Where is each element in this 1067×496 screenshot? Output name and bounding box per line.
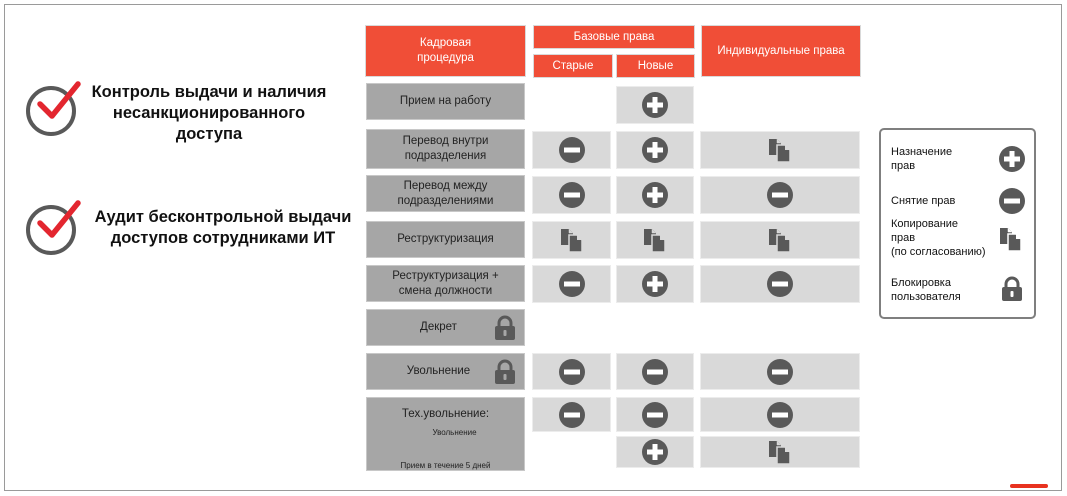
- copy-icon: [768, 439, 792, 465]
- cell-transfer-within-old: [532, 131, 611, 169]
- header-individual-rights: Индивидуальные права: [701, 25, 861, 77]
- minus-icon: [558, 270, 586, 298]
- procedure-transfer-between: Перевод между подразделениями: [366, 175, 525, 212]
- red-accent-mark: [1010, 484, 1048, 488]
- legend-copy-text: Копирование прав (по согласованию): [891, 218, 986, 258]
- header-base-rights: Базовые права: [533, 25, 695, 49]
- procedure-transfer-within: Перевод внутри подразделения: [366, 129, 525, 169]
- minus-icon: [558, 401, 586, 429]
- plus-icon: [641, 136, 669, 164]
- plus-icon: [641, 270, 669, 298]
- cell-transfer-within-individual: [700, 131, 860, 169]
- procedure-restructuring: Реструктуризация: [366, 221, 525, 258]
- plus-icon: [641, 438, 669, 466]
- callout-audit-text: Аудит бесконтрольной выдачи доступов сот…: [94, 208, 352, 247]
- cell-transfer-between-new: [616, 176, 694, 214]
- minus-icon: [766, 181, 794, 209]
- minus-icon: [558, 181, 586, 209]
- lock-icon: [1001, 276, 1023, 307]
- legend-box: Назначение прав Снятие прав Копирование …: [879, 128, 1036, 319]
- copy-icon: [643, 227, 667, 253]
- checkmark-icon: [37, 200, 81, 238]
- header-procedure: Кадровая процедура: [365, 25, 526, 77]
- header-old: Старые: [533, 54, 613, 78]
- cell-restructuring-new: [616, 221, 694, 259]
- copy-icon: [768, 227, 792, 253]
- plus-icon: [641, 91, 669, 119]
- procedure-dismissal: Увольнение: [366, 353, 525, 390]
- copy-icon: [768, 137, 792, 163]
- minus-icon: [641, 401, 669, 429]
- check-circle-icon: [26, 205, 76, 255]
- minus-icon: [766, 401, 794, 429]
- cell-restructuring-individual: [700, 221, 860, 259]
- legend-assign-text: Назначение прав: [891, 146, 953, 172]
- minus-icon: [998, 187, 1026, 220]
- minus-icon: [558, 136, 586, 164]
- cell-dismissal-new: [616, 353, 694, 390]
- checkmark-icon: [37, 81, 81, 119]
- cell-restructuring-position-old: [532, 265, 611, 303]
- legend-block-text: Блокировка пользователя: [891, 277, 961, 303]
- cell-restructuring-old: [532, 221, 611, 259]
- minus-icon: [641, 358, 669, 386]
- procedure-hire: Прием на работу: [366, 83, 525, 120]
- cell-tech-dismissal-1-individual: [700, 397, 860, 432]
- cell-tech-dismissal-2-new: [616, 436, 694, 468]
- plus-icon: [641, 181, 669, 209]
- minus-icon: [766, 270, 794, 298]
- copy-icon: [999, 226, 1023, 257]
- cell-transfer-between-individual: [700, 176, 860, 214]
- procedure-restructuring-position: Реструктуризация + смена должности: [366, 265, 525, 302]
- cell-dismissal-old: [532, 353, 611, 390]
- procedure-maternity: Декрет: [366, 309, 525, 346]
- cell-tech-dismissal-2-individual: [700, 436, 860, 468]
- minus-icon: [766, 358, 794, 386]
- cell-hire-new: [616, 86, 694, 124]
- procedure-tech-dismissal: Тех.увольнение: Увольнение Прием в течен…: [366, 397, 525, 471]
- cell-restructuring-position-individual: [700, 265, 860, 303]
- cell-tech-dismissal-1-old: [532, 397, 611, 432]
- cell-dismissal-individual: [700, 353, 860, 390]
- minus-icon: [558, 358, 586, 386]
- lock-icon: [495, 359, 515, 384]
- cell-tech-dismissal-1-new: [616, 397, 694, 432]
- cell-transfer-between-old: [532, 176, 611, 214]
- copy-icon: [560, 227, 584, 253]
- lock-icon: [495, 315, 515, 340]
- plus-icon: [998, 145, 1026, 178]
- cell-transfer-within-new: [616, 131, 694, 169]
- header-new: Новые: [616, 54, 695, 78]
- cell-restructuring-position-new: [616, 265, 694, 303]
- callout-control-text: Контроль выдачи и наличия несанкциониров…: [91, 83, 327, 143]
- legend-remove-text: Снятие прав: [891, 195, 956, 207]
- check-circle-icon: [26, 86, 76, 136]
